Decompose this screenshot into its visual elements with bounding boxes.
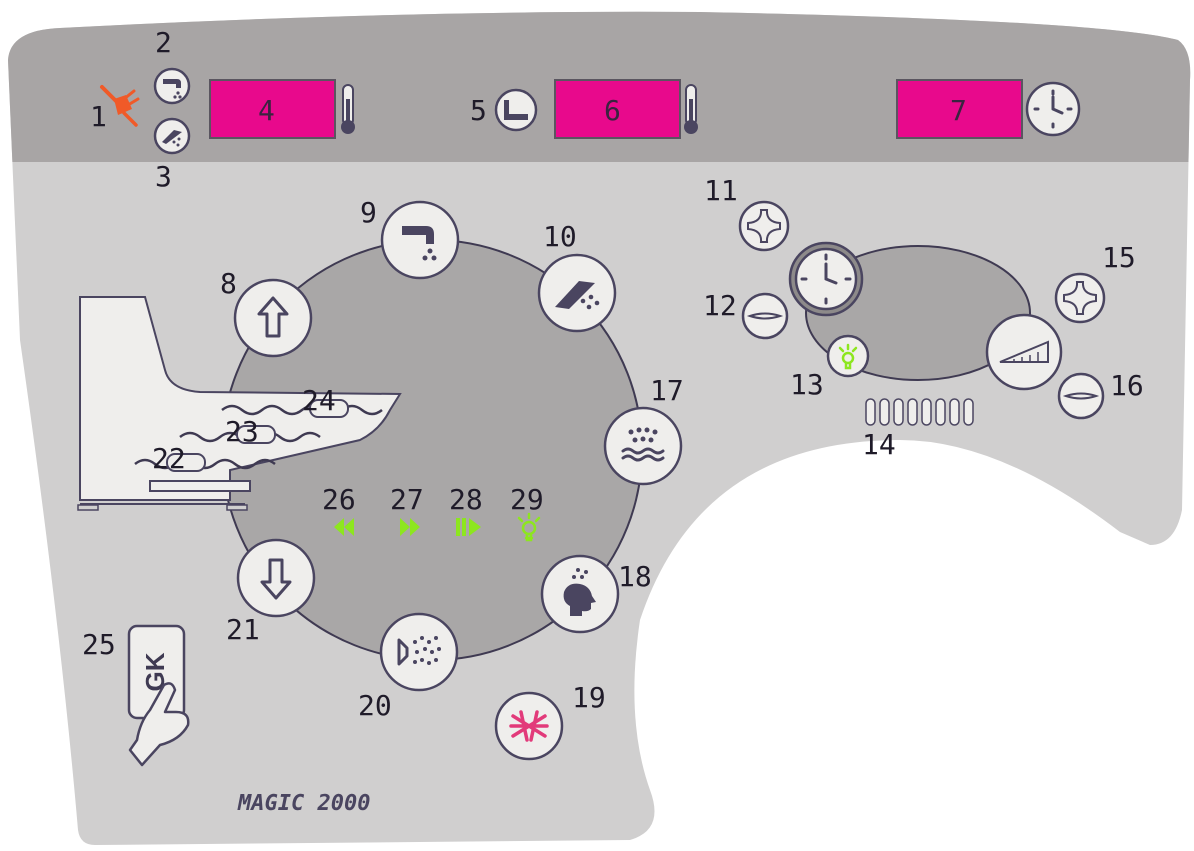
level-segment [880, 399, 889, 425]
label-24: 24 [302, 384, 336, 417]
thermometer-icon [341, 85, 355, 134]
label-21: 21 [226, 613, 260, 646]
label-23: 23 [225, 415, 259, 448]
label-16: 16 [1110, 369, 1144, 402]
display-6-value: 6 [604, 94, 621, 127]
label-8: 8 [220, 267, 237, 300]
shower-button[interactable] [539, 255, 615, 331]
label-1: 1 [90, 100, 107, 133]
label-29: 29 [510, 483, 544, 516]
label-5: 5 [470, 94, 487, 127]
label-19: 19 [572, 681, 606, 714]
timer-minus-button[interactable] [743, 294, 787, 338]
level-segment [894, 399, 903, 425]
intensity-minus-button[interactable] [1059, 374, 1103, 418]
level-segment [908, 399, 917, 425]
shower-indicator[interactable] [155, 119, 189, 153]
faucet-button[interactable] [382, 202, 458, 278]
label-13: 13 [790, 368, 824, 401]
label-22: 22 [152, 442, 186, 475]
rain-waves-button[interactable] [605, 408, 681, 484]
label-28: 28 [449, 483, 483, 516]
level-segment [936, 399, 945, 425]
faucet-indicator[interactable] [155, 69, 189, 103]
clock-icon [1027, 83, 1079, 135]
display-7-value: 7 [950, 94, 967, 127]
display-4-value: 4 [258, 94, 275, 127]
level-segment [950, 399, 959, 425]
thermometer-icon [684, 85, 698, 134]
label-27: 27 [390, 483, 424, 516]
label-20: 20 [358, 689, 392, 722]
label-12: 12 [703, 289, 737, 322]
timer-clock-icon[interactable] [790, 243, 862, 315]
label-2: 2 [155, 26, 172, 59]
level-segment [922, 399, 931, 425]
intensity-plus-button[interactable] [1056, 274, 1104, 322]
label-15: 15 [1102, 241, 1136, 274]
level-segment [866, 399, 875, 425]
spray-button[interactable] [381, 614, 457, 690]
head-shower-button[interactable] [542, 556, 618, 632]
timer-bulb-button[interactable] [828, 336, 868, 376]
timer-plus-button[interactable] [740, 202, 788, 250]
label-17: 17 [650, 374, 684, 407]
bubbles-button[interactable] [496, 693, 562, 759]
tub-button[interactable] [496, 90, 536, 130]
label-14: 14 [862, 428, 896, 461]
arrow-down-button[interactable] [238, 540, 314, 616]
label-3: 3 [155, 160, 172, 193]
arrow-up-button[interactable] [235, 280, 311, 356]
label-26: 26 [322, 483, 356, 516]
label-18: 18 [618, 560, 652, 593]
level-segment [964, 399, 973, 425]
label-10: 10 [543, 220, 577, 253]
label-9: 9 [360, 196, 377, 229]
label-25: 25 [82, 628, 116, 661]
brand-name: MAGIC 2000 [237, 791, 370, 816]
intensity-ramp-icon[interactable] [987, 315, 1061, 389]
label-11: 11 [704, 174, 738, 207]
